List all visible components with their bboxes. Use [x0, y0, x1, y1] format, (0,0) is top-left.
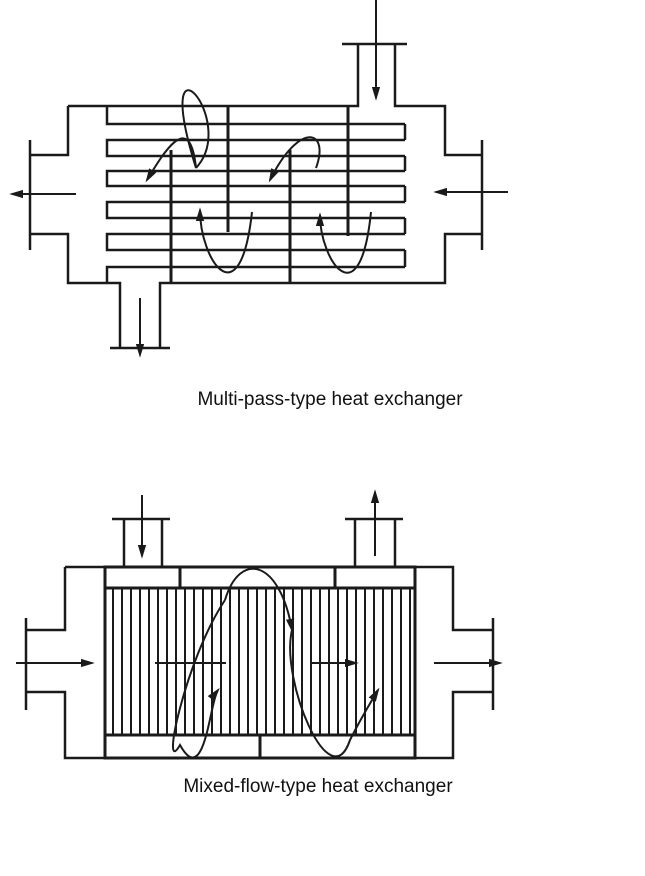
- mixed-flow-heat-exchanger: [16, 489, 503, 760]
- shell-outline: [30, 44, 482, 348]
- caption-multi-pass: Multi-pass-type heat exchanger: [197, 389, 463, 410]
- flow-arrows: [9, 0, 508, 358]
- caption-mixed-flow: Mixed-flow-type heat exchanger: [183, 776, 453, 797]
- tube-bundle: [105, 106, 407, 283]
- core-frame: [103, 565, 417, 760]
- baffles: [169, 106, 350, 283]
- shell-outline: [26, 519, 493, 760]
- flow-arrows: [16, 489, 503, 759]
- multi-pass-heat-exchanger: [9, 0, 508, 358]
